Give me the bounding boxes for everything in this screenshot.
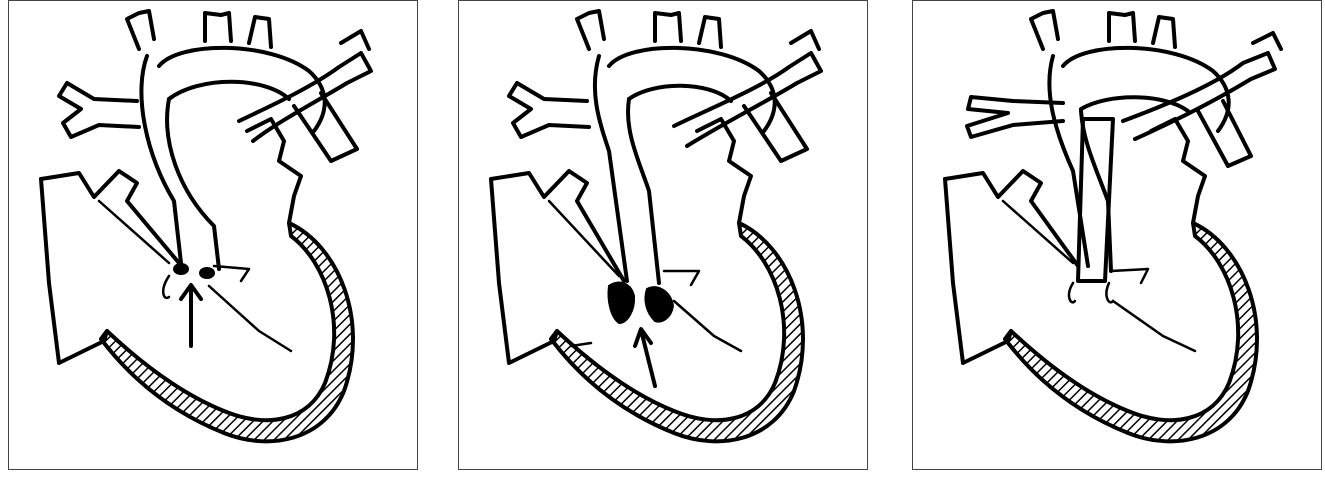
arch-branch-1 xyxy=(1031,11,1058,49)
heart-illustration-2 xyxy=(459,1,867,469)
arch-branch-1 xyxy=(577,11,604,49)
heart-illustration-3 xyxy=(913,1,1321,469)
pulmonary-vessel xyxy=(1198,101,1251,166)
heart-diagram-panel-3 xyxy=(912,0,1322,470)
arch-branch-2 xyxy=(655,13,681,41)
ascending-aorta xyxy=(595,56,627,281)
valve-nodule-right xyxy=(200,268,214,278)
heart-diagram-panel-2 xyxy=(458,0,868,470)
right-atrium xyxy=(41,171,179,263)
right-atrium xyxy=(945,171,1078,266)
arch-branch-3 xyxy=(699,17,721,47)
left-vessel xyxy=(509,83,589,137)
arch-branch-2 xyxy=(1109,13,1135,41)
flow-arrow-icon xyxy=(635,329,655,386)
heart-illustration-1 xyxy=(9,1,417,469)
right-atrium xyxy=(491,171,624,281)
left-vessel xyxy=(967,97,1063,137)
arch-branch-1 xyxy=(127,11,154,49)
valve-leaflet-right xyxy=(645,287,673,321)
arch-branch-2 xyxy=(205,13,231,41)
arch-branch-3 xyxy=(1153,17,1175,47)
heart-diagram-panel-1 xyxy=(8,0,418,470)
left-ventricle-outline xyxy=(1151,119,1205,223)
flow-arrow-icon xyxy=(181,285,201,346)
valve-nodule-left xyxy=(174,264,188,274)
graft-conduit xyxy=(1078,119,1113,281)
arch-branch-3 xyxy=(249,17,271,47)
pulmonary-vessel xyxy=(294,93,357,161)
pulmonary-vessel xyxy=(744,93,807,161)
ventricle-wall xyxy=(1005,223,1257,441)
left-ventricle-outline xyxy=(247,119,301,223)
ventricle-wall xyxy=(551,223,803,441)
valve-leaflet-left xyxy=(608,283,634,323)
left-vessel xyxy=(59,83,139,137)
ventricle-wall xyxy=(101,223,353,441)
